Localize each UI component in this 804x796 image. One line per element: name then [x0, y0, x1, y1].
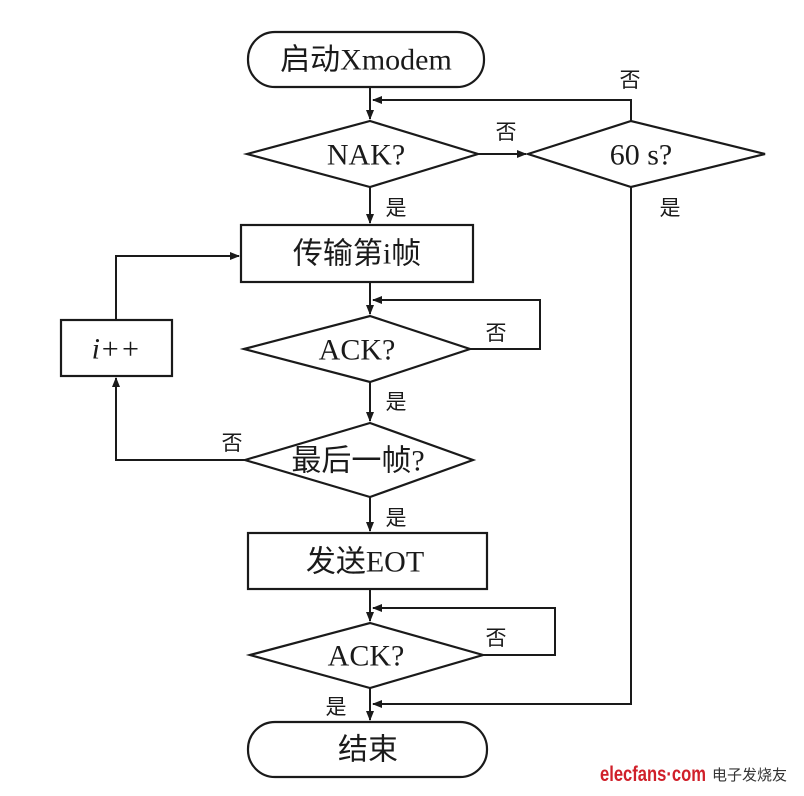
- node-ack1-label: ACK?: [319, 334, 396, 367]
- node-increment: i++: [59, 318, 174, 378]
- node-increment-label: i++: [92, 333, 141, 366]
- decision-shape: [241, 421, 477, 499]
- terminal-shape: [246, 30, 486, 89]
- decision-shape: [239, 314, 474, 384]
- arrow-ack2-no-loop: [372, 604, 556, 656]
- node-timeout-label: 60 s?: [610, 139, 673, 172]
- connectors: [112, 87, 632, 721]
- label-last-frame-no: 否: [222, 431, 243, 455]
- label-ack1-no: 否: [486, 321, 507, 345]
- node-transmit-label: 传输第i帧: [293, 238, 421, 271]
- node-transmit: 传输第i帧: [239, 223, 475, 284]
- node-nak-label: NAK?: [327, 139, 405, 172]
- node-ack1: ACK?: [239, 314, 474, 384]
- decision-shape: [524, 119, 766, 189]
- watermark: elecfans·com 电子发烧友: [600, 763, 787, 786]
- node-ack2: ACK?: [245, 621, 487, 690]
- label-timeout-yes: 是: [660, 196, 681, 220]
- decision-shape: [245, 621, 487, 690]
- arrow-increment-to-transmit: [115, 252, 240, 320]
- node-last-frame: 最后一帧?: [241, 421, 477, 499]
- label-last-frame-yes: 是: [386, 506, 407, 530]
- node-ack2-label: ACK?: [328, 640, 405, 673]
- watermark-tagline: 电子发烧友: [712, 766, 787, 784]
- label-ack2-yes: 是: [326, 695, 347, 719]
- node-send-eot: 发送EOT: [246, 531, 489, 591]
- label-nak-yes: 是: [386, 196, 407, 220]
- process-shape: [239, 223, 475, 284]
- node-nak: NAK?: [242, 119, 482, 189]
- label-ack2-no: 否: [486, 626, 507, 650]
- node-timeout: 60 s?: [524, 119, 766, 189]
- edge-labels: 否 否 是 是 否 是 否 是 否 是: [222, 68, 681, 719]
- arrow-timeout-no-loop: [372, 96, 632, 121]
- arrow-ack1-no-loop: [372, 296, 541, 350]
- node-end: 结束: [246, 720, 489, 779]
- node-last-frame-label: 最后一帧?: [291, 445, 424, 478]
- label-ack1-yes: 是: [386, 390, 407, 414]
- decision-shape: [242, 119, 482, 189]
- arrow-timeout-yes: [372, 187, 632, 708]
- arrow-last-frame-no: [112, 377, 245, 461]
- node-start-label: 启动Xmodem: [280, 44, 452, 77]
- label-nak-no: 否: [496, 120, 517, 144]
- label-timeout-no: 否: [620, 68, 641, 92]
- watermark-brand: elecfans·com: [600, 763, 706, 786]
- node-end-label: 结束: [338, 734, 398, 767]
- process-shape: [246, 531, 489, 591]
- node-send-eot-label: 发送EOT: [306, 546, 424, 579]
- process-shape: [59, 318, 174, 378]
- terminal-shape: [246, 720, 489, 779]
- node-start: 启动Xmodem: [246, 30, 486, 89]
